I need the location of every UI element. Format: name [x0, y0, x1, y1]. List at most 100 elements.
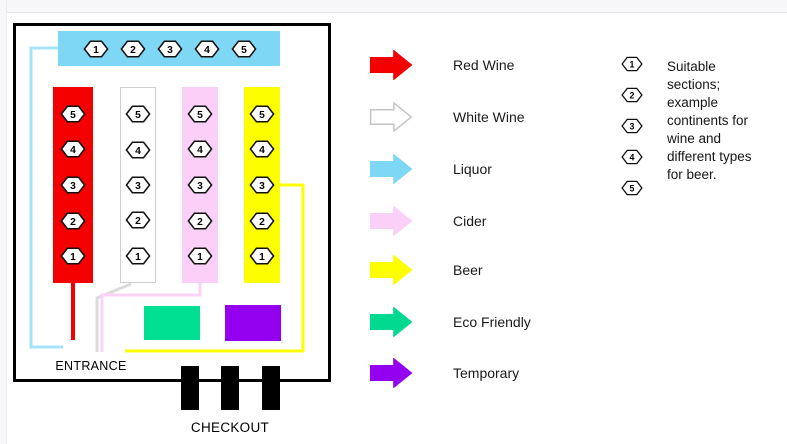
legend-label: Cider	[453, 213, 487, 229]
svg-text:3: 3	[70, 181, 76, 192]
svg-text:2: 2	[130, 44, 136, 55]
legend-item-white-wine: White Wine	[369, 102, 525, 132]
page-left-strip	[0, 0, 7, 444]
temporary-area	[225, 305, 281, 341]
svg-text:3: 3	[135, 181, 141, 192]
svg-text:1: 1	[135, 251, 141, 262]
section-hexagon-2: 2	[621, 87, 643, 103]
section-hexagon-4: 4	[187, 140, 213, 158]
section-hexagon-4: 4	[125, 141, 151, 159]
section-hexagon-1: 1	[249, 247, 275, 265]
svg-text:5: 5	[630, 183, 635, 193]
legend-item-beer: Beer	[369, 255, 483, 285]
legend-item-cider: Cider	[369, 206, 486, 236]
svg-text:4: 4	[630, 152, 635, 162]
notes-text: Suitable sections; example continents fo…	[667, 59, 752, 182]
right-arrow-icon	[369, 102, 413, 132]
right-arrow-icon	[369, 358, 413, 388]
section-hexagon-1: 1	[125, 247, 151, 265]
legend-label: Liquor	[453, 161, 492, 177]
route-white-wine-line	[95, 282, 132, 352]
white-wine-aisle: 5 4 3 2 1	[120, 87, 156, 283]
section-hexagon-1: 1	[621, 56, 643, 72]
section-hexagon-3: 3	[621, 118, 643, 134]
notes-section-hexagons: 1 2 3 4 5	[621, 56, 643, 196]
svg-text:2: 2	[197, 216, 203, 227]
svg-text:1: 1	[70, 252, 76, 263]
section-hexagon-3: 3	[157, 40, 183, 57]
svg-text:5: 5	[70, 110, 76, 121]
svg-text:5: 5	[135, 110, 141, 121]
right-arrow-icon	[369, 307, 413, 337]
section-hexagon-3: 3	[249, 176, 275, 194]
beer-aisle: 5 4 3 2 1	[244, 87, 280, 283]
section-hexagon-2: 2	[60, 212, 86, 230]
legend: Red Wine White Wine Liquor Cider Beer Ec…	[369, 0, 619, 444]
svg-text:4: 4	[204, 44, 210, 55]
svg-text:2: 2	[259, 216, 265, 227]
legend-item-temporary: Temporary	[369, 358, 519, 388]
legend-label: White Wine	[453, 109, 525, 125]
svg-text:1: 1	[93, 44, 99, 55]
svg-text:3: 3	[259, 181, 265, 192]
section-hexagon-3: 3	[60, 176, 86, 194]
svg-text:2: 2	[630, 90, 635, 100]
svg-text:4: 4	[259, 145, 265, 156]
svg-text:4: 4	[197, 145, 203, 156]
right-arrow-icon	[369, 206, 413, 236]
section-hexagon-1: 1	[83, 40, 109, 57]
svg-text:3: 3	[197, 181, 203, 192]
section-hexagon-3: 3	[187, 176, 213, 194]
legend-item-liquor: Liquor	[369, 154, 492, 184]
entrance-label: ENTRANCE	[55, 359, 127, 373]
svg-text:2: 2	[135, 216, 141, 227]
section-hexagon-5: 5	[187, 105, 213, 123]
section-hexagon-1: 1	[60, 247, 86, 265]
section-hexagon-5: 5	[621, 180, 643, 196]
checkout-counter	[262, 366, 280, 410]
legend-label: Beer	[453, 262, 483, 278]
section-hexagon-2: 2	[249, 212, 275, 230]
liquor-section-bar: 1 2 3 4 5	[58, 31, 280, 66]
section-hexagon-2: 2	[120, 40, 146, 57]
legend-label: Eco Friendly	[453, 314, 531, 330]
section-hexagon-2: 2	[125, 211, 151, 229]
svg-text:3: 3	[167, 44, 173, 55]
route-lines	[29, 46, 305, 353]
section-hexagon-4: 4	[194, 40, 220, 57]
section-hexagon-1: 1	[187, 247, 213, 265]
section-hexagon-3: 3	[125, 176, 151, 194]
svg-text:5: 5	[259, 110, 265, 121]
checkout-counter	[181, 366, 199, 410]
section-hexagon-4: 4	[60, 140, 86, 158]
section-hexagon-4: 4	[249, 140, 275, 158]
red-wine-aisle: 5 4 3 2 1	[53, 87, 93, 283]
store-map: 1 2 3 4 5 5 4 3 2 1 5 4 3 2 1 5 4 3 2 1 5 4 3 2 1 ENTRANCE	[13, 23, 331, 382]
right-arrow-icon	[369, 50, 413, 80]
page-top-strip	[0, 0, 787, 13]
route-liquor-line	[29, 46, 63, 349]
right-arrow-icon	[369, 154, 413, 184]
legend-label: Red Wine	[453, 57, 515, 73]
cider-aisle: 5 4 3 2 1	[182, 87, 218, 283]
section-hexagon-2: 2	[187, 212, 213, 230]
route-cider-line	[100, 283, 202, 352]
legend-label: Temporary	[453, 365, 520, 381]
section-hexagon-5: 5	[60, 105, 86, 123]
section-hexagon-4: 4	[621, 149, 643, 165]
checkout-counter	[221, 366, 239, 410]
section-hexagon-5: 5	[125, 105, 151, 123]
right-arrow-icon	[369, 255, 413, 285]
svg-text:1: 1	[630, 59, 635, 69]
svg-text:5: 5	[241, 44, 247, 55]
svg-text:4: 4	[70, 145, 76, 156]
svg-text:5: 5	[197, 110, 203, 121]
route-beer-line	[125, 183, 305, 353]
svg-text:1: 1	[259, 252, 265, 263]
svg-text:3: 3	[630, 121, 635, 131]
legend-item-red-wine: Red Wine	[369, 50, 514, 80]
eco-friendly-area	[144, 306, 200, 340]
section-hexagon-5: 5	[231, 40, 257, 57]
checkout-label: CHECKOUT	[190, 420, 270, 435]
